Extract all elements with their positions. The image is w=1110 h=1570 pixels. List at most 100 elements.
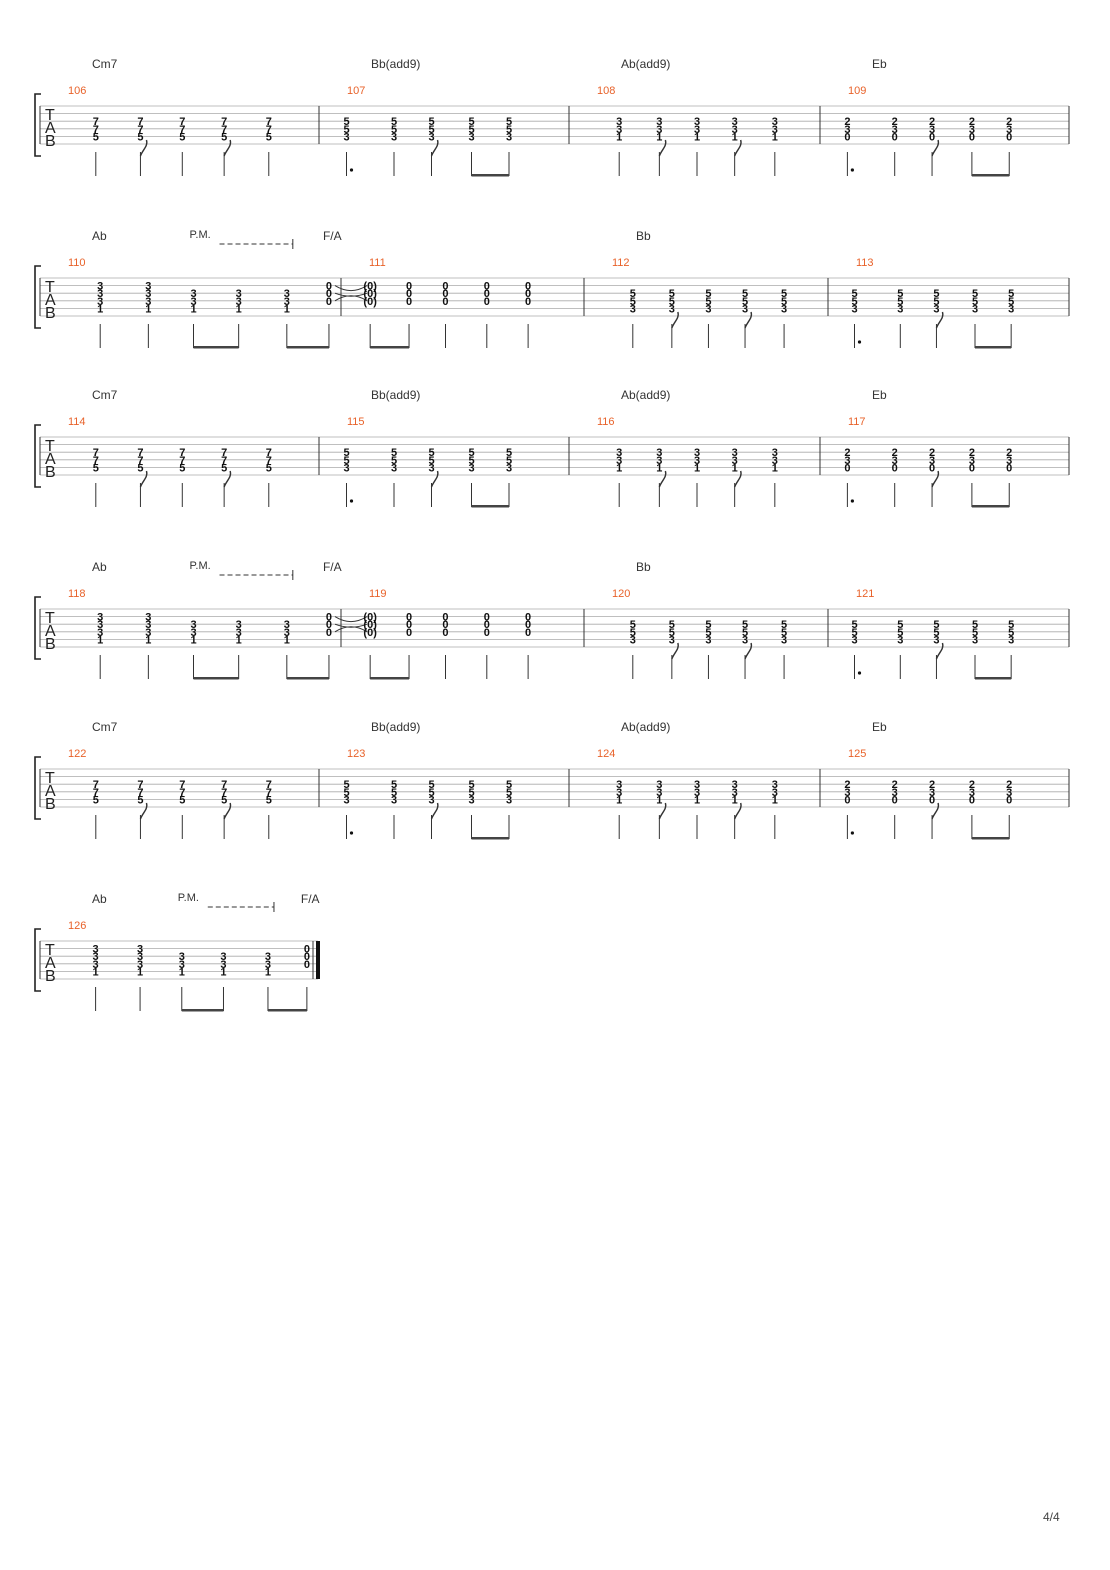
eighth-flag — [139, 802, 148, 820]
eighth-flag — [931, 802, 940, 820]
fret-number: 3 — [284, 288, 290, 300]
fret-number: 5 — [781, 619, 787, 631]
tab-clef-letter: B — [45, 636, 56, 653]
fret-number: 3 — [428, 131, 434, 143]
fret-number: 5 — [851, 619, 857, 631]
fret-number: 0 — [304, 951, 310, 963]
fret-number: 0 — [525, 627, 531, 639]
fret-number: 3 — [772, 787, 778, 799]
fret-number: 5 — [851, 627, 857, 639]
fret-number: 1 — [284, 634, 290, 646]
fret-number: 5 — [343, 447, 349, 459]
fret-number: 1 — [732, 462, 738, 474]
fret-number: 2 — [892, 779, 898, 791]
system-bracket — [34, 756, 41, 820]
fret-number: 0 — [525, 288, 531, 300]
measure-number: 119 — [369, 588, 387, 600]
fret-number: 5 — [630, 288, 636, 300]
fret-number: 5 — [179, 794, 185, 806]
fret-number: 0 — [969, 131, 975, 143]
fret-number: 0 — [406, 612, 412, 624]
eighth-flag — [430, 802, 439, 820]
tab-clef-letter: A — [45, 292, 56, 309]
note-beam — [971, 837, 1010, 840]
fret-number: 5 — [669, 627, 675, 639]
fret-number: 3 — [897, 634, 903, 646]
fret-number: 3 — [732, 787, 738, 799]
fret-number: 5 — [266, 794, 272, 806]
chord-name: Cm7 — [92, 57, 118, 71]
fret-number: 3 — [694, 455, 700, 467]
fret-number: 0 — [525, 619, 531, 631]
measure-number: 124 — [597, 748, 615, 760]
fret-number: 0 — [442, 627, 448, 639]
fret-number: 5 — [972, 296, 978, 308]
chord-name: Bb(add9) — [371, 388, 420, 402]
fret-number: 7 — [266, 455, 272, 467]
fret-number: 3 — [929, 124, 935, 136]
fret-number: 0 — [892, 794, 898, 806]
fret-number: (0) — [363, 612, 377, 624]
fret-number: 3 — [236, 296, 242, 308]
fret-number: 3 — [772, 779, 778, 791]
fret-number: 3 — [732, 779, 738, 791]
tab-clef-letter: A — [45, 451, 56, 468]
fret-number: 1 — [97, 303, 103, 315]
fret-number: 5 — [428, 787, 434, 799]
chord-name: Cm7 — [92, 388, 118, 402]
fret-number: 5 — [972, 627, 978, 639]
system-bracket — [34, 265, 41, 329]
tab-clef-letter: T — [45, 438, 55, 455]
fret-number: 3 — [179, 951, 185, 963]
fret-number: 5 — [506, 124, 512, 136]
eighth-flag — [658, 470, 667, 488]
fret-number: 5 — [343, 124, 349, 136]
fret-number: 3 — [630, 303, 636, 315]
fret-number: 3 — [892, 787, 898, 799]
fret-number: 3 — [284, 627, 290, 639]
fret-number: 5 — [266, 462, 272, 474]
chord-name: Bb — [636, 560, 651, 574]
fret-number: 5 — [428, 779, 434, 791]
measure-number: 109 — [848, 85, 866, 97]
fret-number: 3 — [772, 116, 778, 128]
fret-number: 0 — [326, 281, 332, 293]
fret-number: 5 — [933, 619, 939, 631]
chord-name: Ab — [92, 892, 107, 906]
fret-number: 2 — [844, 116, 850, 128]
fret-number: 3 — [391, 131, 397, 143]
fret-number: 1 — [236, 634, 242, 646]
fret-number: 3 — [656, 447, 662, 459]
fret-number: 0 — [844, 462, 850, 474]
measure-number: 114 — [68, 416, 86, 428]
fret-number: 5 — [669, 619, 675, 631]
fret-number: 3 — [428, 794, 434, 806]
fret-number: 1 — [694, 794, 700, 806]
dotted-rhythm-dot — [850, 499, 854, 503]
chord-name: Ab(add9) — [621, 720, 670, 734]
fret-number: 1 — [656, 131, 662, 143]
fret-number: 3 — [506, 131, 512, 143]
eighth-flag — [744, 311, 753, 329]
tab-clef-letter: B — [45, 305, 56, 322]
fret-number: 1 — [694, 131, 700, 143]
fret-number: 3 — [656, 116, 662, 128]
eighth-flag — [658, 802, 667, 820]
fret-number: 0 — [442, 296, 448, 308]
fret-number: 7 — [179, 116, 185, 128]
fret-number: 5 — [137, 462, 143, 474]
eighth-flag — [744, 642, 753, 660]
fret-number: 3 — [616, 124, 622, 136]
final-barline — [316, 941, 320, 979]
fret-number: 5 — [506, 787, 512, 799]
measure-number: 111 — [369, 257, 386, 269]
measure-number: 123 — [347, 748, 365, 760]
fret-number: 3 — [190, 296, 196, 308]
palm-mute-label: P.M. — [190, 560, 211, 572]
fret-number: 5 — [897, 296, 903, 308]
fret-number: 7 — [93, 787, 99, 799]
fret-number: 0 — [326, 296, 332, 308]
fret-number: 0 — [844, 131, 850, 143]
fret-number: 5 — [781, 627, 787, 639]
fret-number: 5 — [897, 288, 903, 300]
